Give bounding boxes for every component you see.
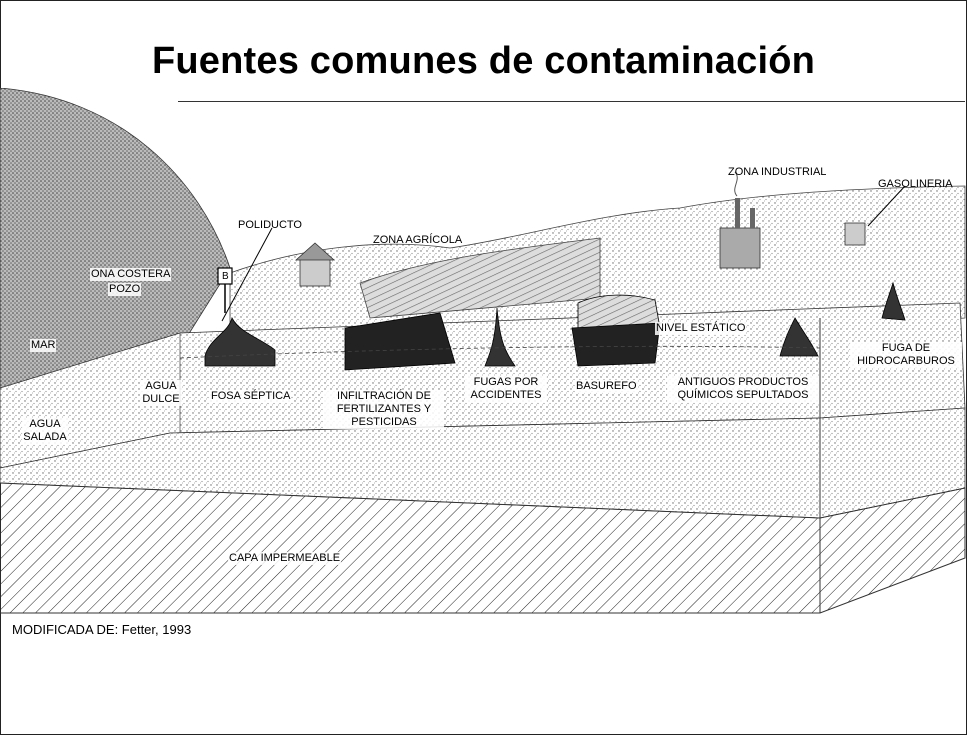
label-antiguos-productos: ANTIGUOS PRODUCTOS QUÍMICOS SEPULTADOS — [667, 376, 819, 402]
landfill-plume — [571, 322, 661, 367]
landfill-cover — [577, 294, 661, 334]
accident-plume — [484, 307, 516, 367]
title-divider — [178, 101, 965, 102]
label-mar: MAR — [30, 339, 57, 352]
label-zona-industrial: ZONA INDUSTRIAL — [728, 166, 827, 178]
water-table — [179, 345, 821, 359]
well-sign-letter: B — [222, 271, 229, 282]
slide-title: Fuentes comunes de contaminación — [151, 40, 816, 82]
label-zona-agricola: ZONA AGRÍCOLA — [373, 234, 463, 246]
gas-station-shape — [844, 222, 866, 246]
agricultural-fields — [359, 237, 601, 319]
label-nivel-estatico: NIVEL ESTÁTICO — [655, 322, 747, 335]
label-infiltracion: INFILTRACIÓN DE FERTILIZANTES Y PESTICID… — [324, 390, 444, 429]
label-agua-salada: AGUA SALADA — [22, 418, 68, 444]
factory — [719, 227, 761, 269]
label-agua-dulce: AGUA DULCE — [140, 380, 182, 406]
agricultural-plume — [344, 312, 456, 371]
label-gasolineria: GASOLINERIA — [878, 178, 953, 190]
label-fuga-hidrocarburos: FUGA DE HIDROCARBUROS — [850, 342, 962, 368]
label-pozo: POZO — [108, 283, 142, 296]
contamination-sources-diagram — [0, 88, 966, 614]
label-zona-costera: ONA COSTERA — [90, 268, 172, 281]
hydrocarbon-plume — [881, 281, 906, 321]
label-fugas-accidentes: FUGAS POR ACCIDENTES — [465, 376, 547, 402]
farmhouse — [299, 257, 331, 287]
label-capa-impermeable: CAPA IMPERMEABLE — [228, 552, 342, 565]
label-basurero: BASUREFO — [575, 380, 638, 393]
label-poliducto: POLIDUCTO — [238, 219, 302, 231]
label-fosa-septica: FOSA SÉPTICA — [210, 390, 292, 403]
septic-plume — [204, 316, 276, 367]
source-caption: MODIFICADA DE: Fetter, 1993 — [12, 622, 192, 637]
